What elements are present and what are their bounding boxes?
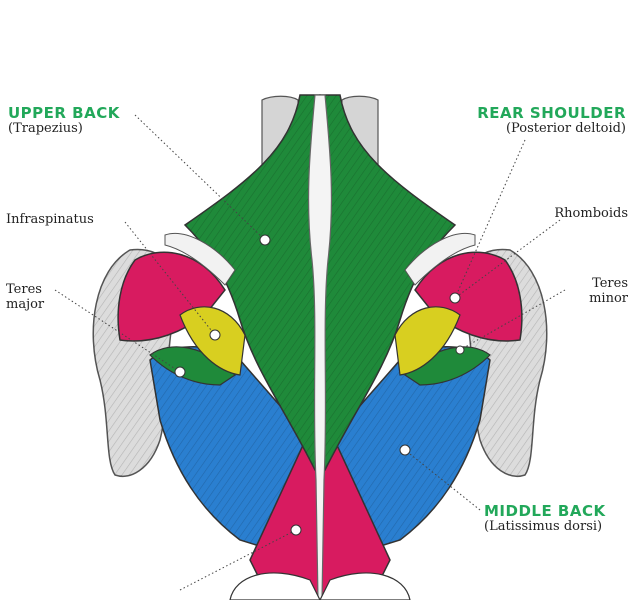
teres-minor-line1: Teres xyxy=(592,276,628,291)
teres-major-label: Teres major xyxy=(6,282,45,313)
latissimus-marker xyxy=(399,444,411,456)
right-acromion xyxy=(404,233,476,286)
fascia-marker xyxy=(290,524,302,536)
middle-back-title: MIDDLE BACK xyxy=(484,502,606,520)
leader-lines xyxy=(54,114,566,591)
middle-back-subtitle: (Latissimus dorsi) xyxy=(484,519,603,535)
rhomboids-label: Rhomboids xyxy=(554,206,628,221)
upper-back-subtitle: (Trapezius) xyxy=(8,121,83,137)
marker-dots xyxy=(174,234,465,536)
right-infraspinatus xyxy=(394,306,461,376)
left-teres-major xyxy=(149,346,236,386)
teres-minor-label: Teres minor xyxy=(589,276,628,307)
teres-major-line2: major xyxy=(6,296,45,312)
middle-back-label: MIDDLE BACK (Latissimus dorsi) xyxy=(484,502,606,535)
trapezius-marker xyxy=(259,234,271,246)
infraspinatus-marker xyxy=(209,329,221,341)
teres-major-marker xyxy=(174,366,186,378)
infraspinatus-label: Infraspinatus xyxy=(6,212,94,227)
spine xyxy=(307,94,333,600)
upper-back-title: UPPER BACK xyxy=(8,104,120,122)
rear-shoulder-subtitle: (Posterior deltoid) xyxy=(505,121,626,137)
left-infraspinatus xyxy=(179,306,246,376)
rear-deltoid-marker xyxy=(449,292,461,304)
teres-minor-marker xyxy=(455,345,465,355)
latissimus-dorsi xyxy=(149,346,491,562)
rear-shoulder-title: REAR SHOULDER xyxy=(477,104,626,122)
upper-back-label: UPPER BACK (Trapezius) xyxy=(8,104,120,137)
teres-major-line1: Teres xyxy=(6,282,42,297)
right-teres-major xyxy=(404,346,491,386)
left-acromion xyxy=(164,233,236,286)
rear-shoulder-label: REAR SHOULDER (Posterior deltoid) xyxy=(477,104,626,137)
trapezius xyxy=(183,94,457,471)
lower-body xyxy=(229,572,411,600)
teres-minor-line2: minor xyxy=(589,290,628,306)
